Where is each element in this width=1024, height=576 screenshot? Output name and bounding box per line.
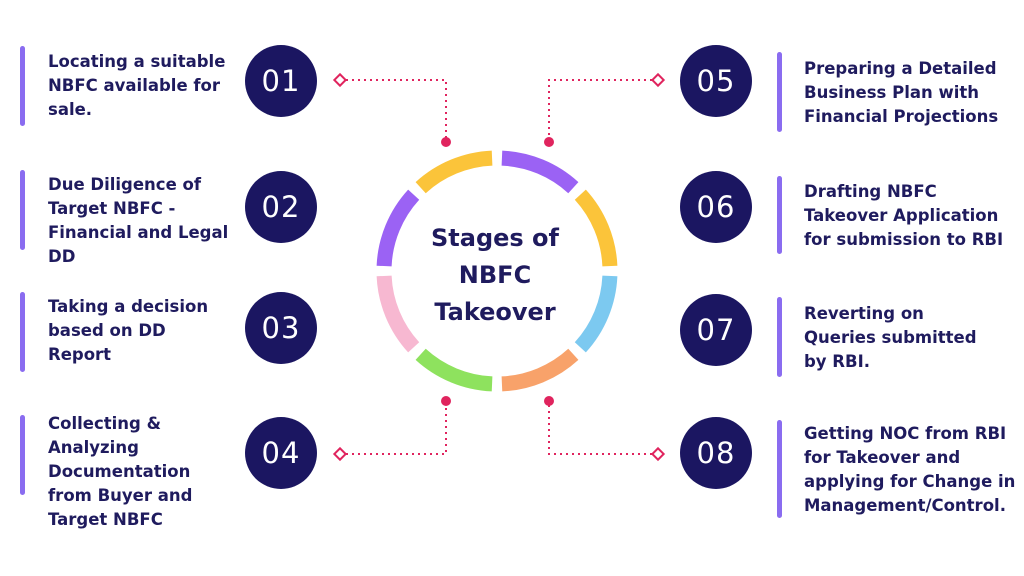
connector-08: [544, 396, 666, 462]
connector-01: [332, 72, 451, 147]
step-07-bar: [777, 297, 782, 377]
step-04-number: 04: [245, 417, 317, 489]
step-02-text: Due Diligence of Target NBFC - Financial…: [48, 175, 229, 266]
step-01-number: 01: [245, 45, 317, 117]
step-04-text: Collecting & Analyzing Documentation fro…: [48, 414, 193, 529]
step-08-number: 08: [680, 417, 752, 489]
connector-04: [332, 396, 451, 462]
ring-segment: [574, 189, 618, 267]
stages-ring: [376, 150, 618, 392]
connector-dot: [441, 396, 451, 406]
connector-diamond: [650, 446, 666, 462]
step-06-bar: [777, 176, 782, 254]
connector-diamond: [332, 72, 348, 88]
step-01-bar: [20, 46, 25, 126]
step-02-bar: [20, 170, 25, 250]
step-05-text: Preparing a Detailed Business Plan with …: [804, 59, 999, 126]
ring-segment: [415, 150, 493, 194]
step-04-bar: [20, 415, 25, 495]
ring-segment: [415, 348, 493, 392]
connector-dot: [544, 396, 554, 406]
step-08-text: Getting NOC from RBI for Takeover and ap…: [804, 424, 1016, 515]
diagram-title: Stages of NBFC Takeover: [431, 224, 559, 326]
step-08-bar: [777, 420, 782, 518]
step-03-number: 03: [245, 292, 317, 364]
connector-diamond: [650, 72, 666, 88]
ring-segment: [501, 150, 579, 194]
step-07-number: 07: [680, 294, 752, 366]
connector-dot: [544, 137, 554, 147]
connector-diamond: [332, 446, 348, 462]
step-03-bar: [20, 292, 25, 372]
step-06-number: 06: [680, 171, 752, 243]
ring-segment: [574, 275, 618, 353]
step-07-text: Reverting on Queries submitted by RBI.: [804, 304, 977, 371]
ring-segment: [376, 275, 420, 353]
ring-segment: [501, 348, 579, 392]
ring-segment: [376, 189, 420, 267]
step-05-number: 05: [680, 45, 752, 117]
step-05-bar: [777, 52, 782, 132]
step-06-text: Drafting NBFC Takeover Application for s…: [804, 182, 1004, 249]
step-01-text: Locating a suitable NBFC available for s…: [48, 52, 226, 119]
step-02-number: 02: [245, 171, 317, 243]
connector-dot: [441, 137, 451, 147]
connector-05: [544, 72, 666, 147]
step-03-text: Taking a decision based on DD Report: [48, 297, 209, 364]
